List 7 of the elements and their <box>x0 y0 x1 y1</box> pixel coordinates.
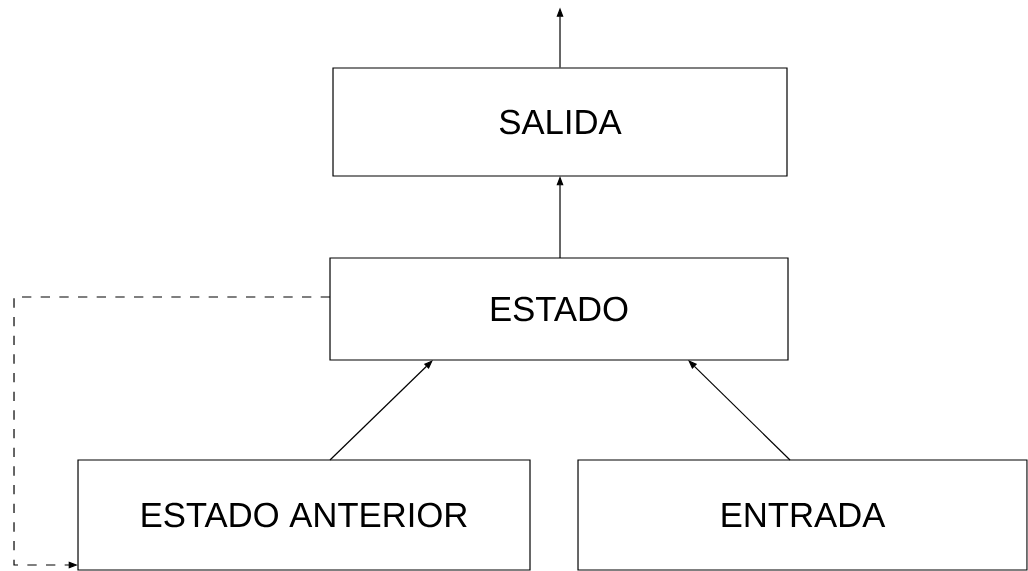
arrow <box>329 360 433 461</box>
process-box: ESTADO <box>329 257 789 361</box>
arrow <box>688 360 791 461</box>
process-box: SALIDA <box>332 67 788 177</box>
arrow <box>13 296 331 569</box>
process-box: ESTADO ANTERIOR <box>77 459 531 571</box>
process-box: ENTRADA <box>577 459 1028 571</box>
